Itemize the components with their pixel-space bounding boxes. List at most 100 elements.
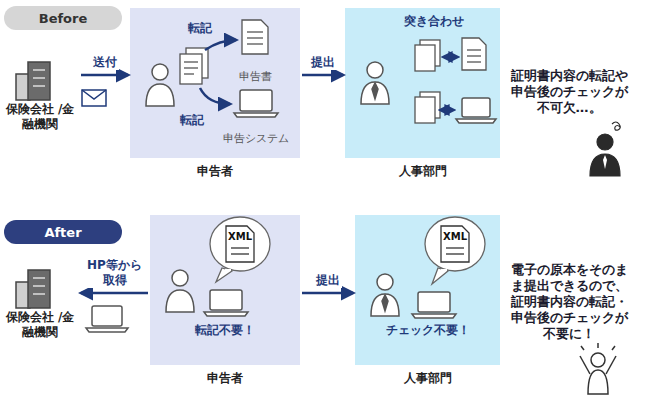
person-icon-part [152,64,168,80]
laptop-icon-part [234,113,278,117]
result-label: チェック不要！ [355,322,500,339]
person-icon-part [377,274,393,290]
certificate-icon [415,40,440,123]
laptop-icon [204,290,248,316]
arrow-label: 送付 [91,55,119,70]
certificate-icon-part [415,45,435,71]
flow-arrow [81,74,128,77]
speech-bubble [425,217,485,284]
section-badge: Before [4,6,122,30]
worried-person-icon-part [603,155,607,169]
node-text: 申告書 [239,69,272,84]
laptop-icon-part [86,328,128,332]
certificate-icon-part [180,54,202,84]
envelope-icon-part [82,90,106,99]
building-icon-part [33,285,45,287]
compare-arrow-part [440,109,454,111]
xml-file-icon [441,226,469,262]
flow-arrow [302,292,353,295]
section-badge: After [4,220,122,244]
happy-person-icon-part [588,370,608,394]
form-icon-part [247,37,263,38]
certificate-icon-part [184,61,198,62]
person-icon [166,270,194,312]
form-icon-part [467,49,481,50]
form-icon-part [247,43,263,44]
arrow-label: 提出 [314,273,342,288]
step-label: 突き合わせ [404,13,464,30]
xml-file-icon-part [231,247,249,248]
building-icon-part [33,293,45,295]
happy-person-icon-part [581,343,615,350]
person-icon [361,62,389,104]
person-icon [371,274,399,316]
form-icon-part [467,61,481,62]
building-icon-part [28,62,50,100]
worried-person-icon [590,122,620,176]
step-label: 転記 [180,112,204,129]
happy-person-icon-part [591,353,605,367]
building-icon-part [28,270,50,308]
form-icon-part [242,20,268,54]
certificate-icon [180,48,208,84]
transcribe-arrow-part [205,40,236,50]
envelope-icon-part [82,90,106,106]
flow-arrow [81,292,148,295]
building-icon-part [33,77,45,79]
laptop-icon-part [462,98,490,117]
laptop-icon [234,90,278,117]
result-label: 転記不要！ [150,322,300,339]
laptop-icon-part [204,312,248,316]
speech-bubble [210,217,270,282]
laptop-icon-part [92,306,122,326]
file-type: XML [441,231,469,242]
laptop-icon [412,292,456,318]
note-text: 証明書内容の転記や 申告後のチェックが 不可欠…。 [504,68,634,116]
building-icon-part [33,69,45,71]
person-icon-part [166,290,194,312]
panel-heading: 人事部門 [355,370,500,387]
xml-file-icon-part [441,226,469,262]
step-label: 転記 [188,20,212,37]
form-icon-part [247,31,263,32]
xml-file-icon-part [446,253,464,254]
happy-person-icon [580,343,616,394]
person-icon-part [361,82,389,104]
envelope-icon [82,90,106,106]
node-text: Before [39,11,88,26]
person-icon-part [367,62,383,78]
form-icon-part [467,55,481,56]
form-icon [462,38,486,70]
building-icon-part [33,85,45,87]
xml-file-icon-part [446,247,464,248]
speech-bubble-part [425,217,485,271]
arrow-label: 提出 [309,55,337,70]
certificate-icon-part [184,73,194,74]
panel-heading: 人事部門 [345,163,500,180]
node-text: 保険会社 /金融機関 [1,102,79,132]
panel-heading: 申告者 [130,163,300,180]
building-icon [16,270,50,308]
speech-bubble-part [216,268,232,282]
certificate-icon-part [184,67,198,68]
person-icon-part [172,270,188,286]
transcribe-arrow-part [200,88,230,104]
worried-person-icon-part [612,122,620,130]
compare-arrow [440,57,458,110]
speech-bubble-part [441,269,447,271]
person-icon-part [146,84,174,106]
xml-file-icon-part [231,253,249,254]
laptop-icon-part [456,119,496,123]
happy-person-icon-part [606,356,616,374]
building-icon-part [33,277,45,279]
compare-arrow-part [443,56,458,58]
form-icon-part [462,38,486,70]
laptop-icon [86,306,128,332]
laptop-icon-part [418,292,450,312]
person-icon-part [371,294,399,316]
person-icon-part [372,83,378,99]
transcribe-arrow [200,40,236,104]
speech-bubble-part [432,268,448,284]
laptop-icon-part [240,90,272,111]
